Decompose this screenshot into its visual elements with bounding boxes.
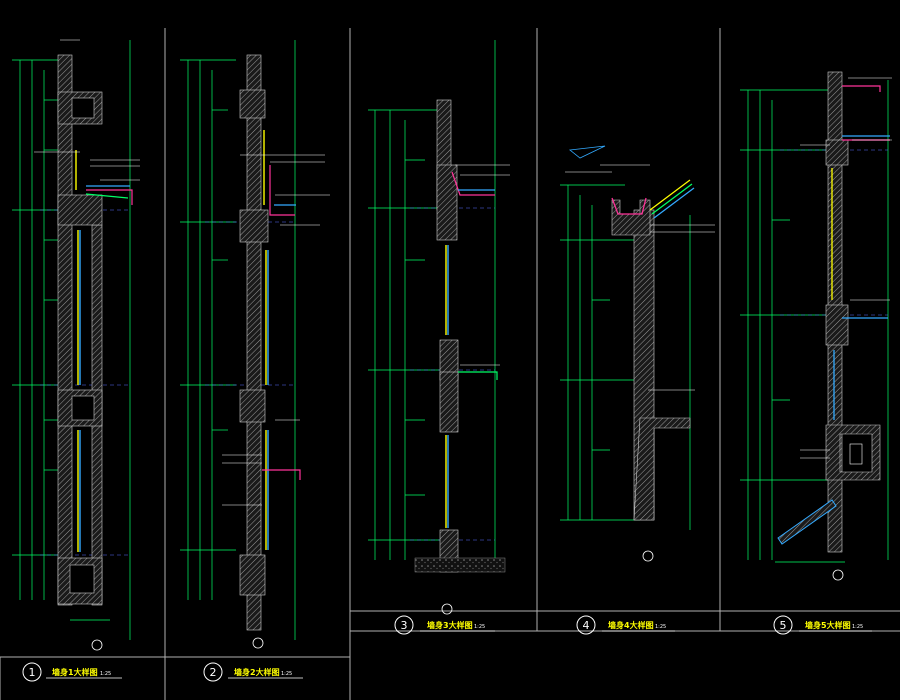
- axis-bubble-3: [441, 603, 453, 615]
- detail-number-circle: [203, 662, 223, 682]
- leaders-2: [222, 154, 330, 506]
- planter-5: [825, 424, 881, 481]
- glazing-2: [263, 130, 269, 550]
- wall-section-3: [368, 40, 510, 615]
- detail-title-3: 3 墙身3大样图 1:25: [394, 615, 495, 635]
- parapet-4: [611, 199, 651, 236]
- wall-section-1: [12, 39, 140, 651]
- detail-title-5: 5 墙身5大样图 1:25: [773, 615, 872, 635]
- leaders-5: [800, 77, 892, 459]
- wall-1: [57, 54, 73, 606]
- leaders-4: [565, 164, 715, 391]
- axis-bubble-4: [642, 550, 654, 562]
- detail-title: 墙身5大样图: [805, 620, 851, 630]
- detail-scale: 1:25: [281, 671, 292, 677]
- wall-section-4: [560, 145, 715, 562]
- detail-number: 1: [29, 666, 36, 679]
- wall-2: [246, 54, 262, 631]
- section-marker-4: [568, 145, 606, 159]
- level-lines-1: [40, 209, 130, 556]
- detail-title-1: 1 墙身1大样图 1:25: [22, 662, 122, 682]
- roof-layers-3: [451, 171, 498, 380]
- dimension-chain-5: [740, 80, 889, 563]
- roof-layers-4: [611, 179, 695, 219]
- detail-title-4: 4 墙身4大样图 1:25: [576, 615, 675, 635]
- detail-scale: 1:25: [852, 624, 863, 630]
- leaders-1: [34, 39, 140, 181]
- detail-number-circle: [22, 662, 42, 682]
- roof-layers-5: [842, 85, 890, 319]
- detail-scale: 1:25: [655, 624, 666, 630]
- detail-title-2: 2 墙身2大样图 1:25: [203, 662, 303, 682]
- glazing-1: [75, 150, 81, 552]
- wall-section-2: [180, 40, 330, 649]
- roof-layers-2: [262, 165, 301, 480]
- wall-section-5: [740, 71, 892, 581]
- glazing-5: [831, 168, 835, 420]
- detail-title: 墙身4大样图: [608, 620, 654, 630]
- detail-number: 4: [583, 619, 590, 632]
- level-lines-5: [780, 149, 888, 316]
- roof-layers-1: [85, 185, 133, 205]
- detail-number-circle: [394, 615, 414, 635]
- detail-scale: 1:25: [474, 624, 485, 630]
- detail-number: 2: [210, 666, 217, 679]
- glazing-3: [445, 245, 449, 528]
- ground-3: [414, 557, 506, 573]
- leaders-3: [455, 164, 510, 366]
- detail-number-circle: [576, 615, 596, 635]
- detail-title: 墙身2大样图: [234, 667, 280, 677]
- detail-title: 墙身3大样图: [427, 620, 473, 630]
- dimension-chain-2: [180, 40, 296, 640]
- axis-bubble-2: [252, 637, 264, 649]
- canopy-5: [777, 499, 837, 545]
- beam-1b: [57, 194, 103, 226]
- dimension-chain-4: [560, 184, 691, 530]
- dimension-chain-3: [368, 40, 496, 570]
- axis-bubble-5: [832, 569, 844, 581]
- detail-title: 墙身1大样图: [52, 667, 98, 677]
- detail-number: 3: [401, 619, 408, 632]
- detail-number-circle: [773, 615, 793, 635]
- detail-number: 5: [780, 619, 787, 632]
- detail-scale: 1:25: [100, 671, 111, 677]
- axis-bubble-1: [91, 639, 103, 651]
